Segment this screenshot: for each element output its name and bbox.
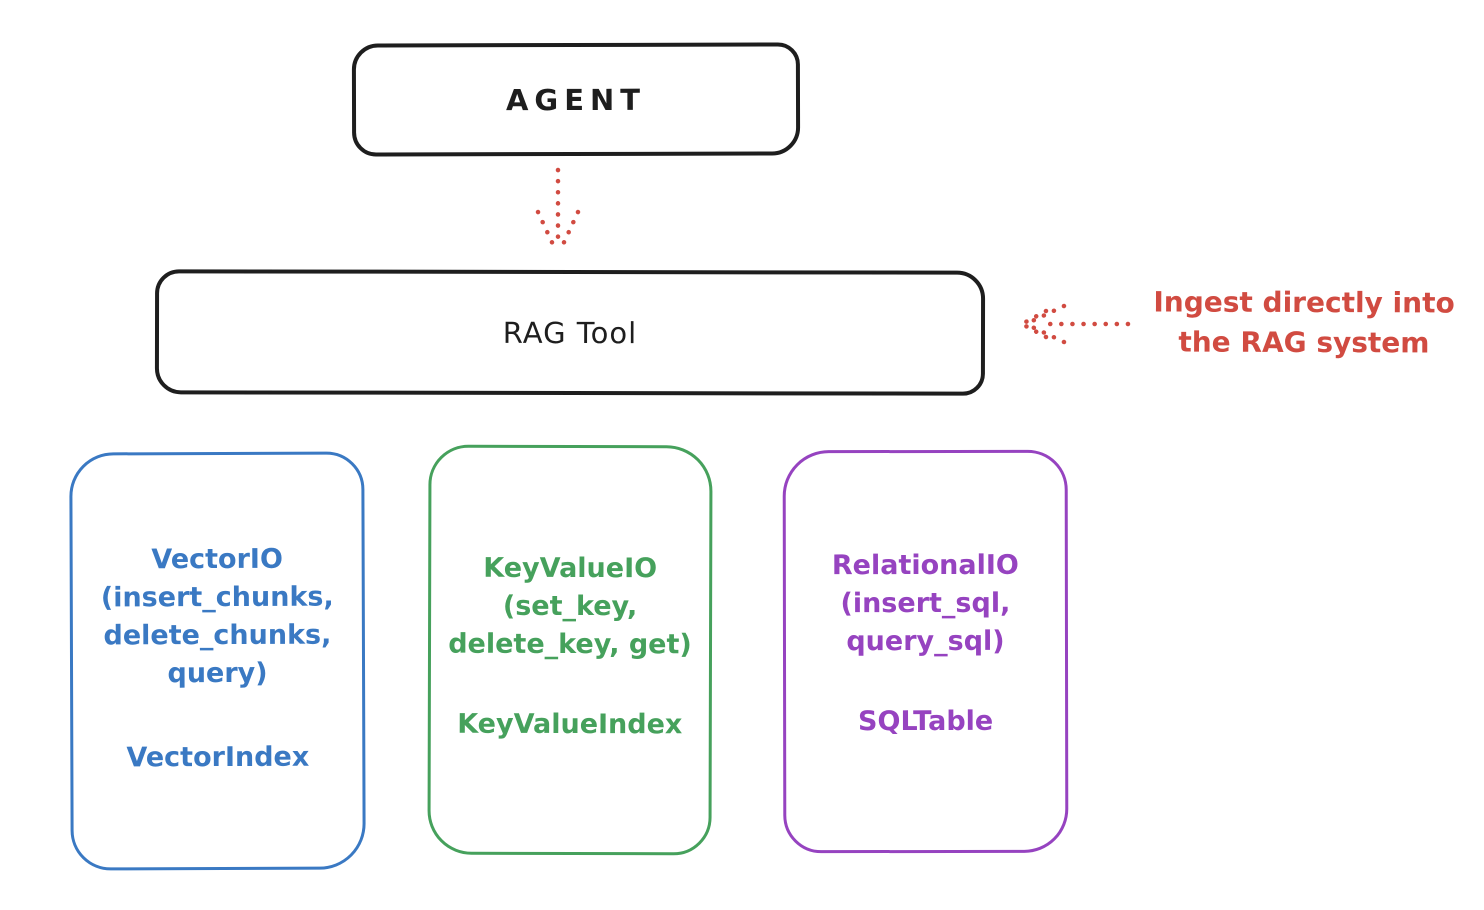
node-agent: AGENT bbox=[351, 42, 801, 157]
relational-io-subtitle: SQLTable bbox=[858, 705, 994, 738]
text-line: KeyValueIO bbox=[483, 552, 658, 585]
relational-io-title: RelationalIO (insert_sql, query_sql) bbox=[832, 547, 1019, 661]
node-key-value-io: KeyValueIO (set_key, delete_key, get) Ke… bbox=[427, 444, 713, 856]
text-line: (insert_chunks, bbox=[100, 581, 334, 614]
text-line: delete_key, get) bbox=[448, 628, 692, 661]
vector-io-subtitle: VectorIndex bbox=[126, 741, 310, 774]
text-line: delete_chunks, bbox=[103, 619, 332, 652]
text-line: query) bbox=[167, 657, 268, 690]
text-line: (set_key, bbox=[502, 590, 638, 623]
text-line: query_sql) bbox=[846, 625, 1005, 658]
arrow-ingest-into-rag-tool-icon bbox=[1019, 303, 1131, 345]
text-line: (insert_sql, bbox=[840, 587, 1011, 620]
text-line: RelationalIO bbox=[831, 549, 1019, 582]
node-agent-label: AGENT bbox=[505, 82, 647, 117]
node-rag-tool-label: RAG Tool bbox=[502, 315, 638, 350]
annotation-line: the RAG system bbox=[1178, 325, 1430, 360]
arrow-agent-to-rag-tool-icon bbox=[535, 167, 581, 254]
node-relational-io: RelationalIO (insert_sql, query_sql) SQL… bbox=[782, 449, 1069, 854]
ingest-annotation: Ingest directly into the RAG system bbox=[1130, 282, 1478, 363]
key-value-io-title: KeyValueIO (set_key, delete_key, get) bbox=[448, 550, 692, 665]
key-value-io-subtitle: KeyValueIndex bbox=[457, 708, 683, 741]
text-line: VectorIO bbox=[151, 543, 283, 576]
node-rag-tool: RAG Tool bbox=[154, 269, 986, 396]
node-vector-io: VectorIO (insert_chunks, delete_chunks, … bbox=[69, 451, 366, 871]
annotation-line: Ingest directly into bbox=[1153, 285, 1455, 320]
vector-io-title: VectorIO (insert_chunks, delete_chunks, … bbox=[101, 541, 334, 694]
